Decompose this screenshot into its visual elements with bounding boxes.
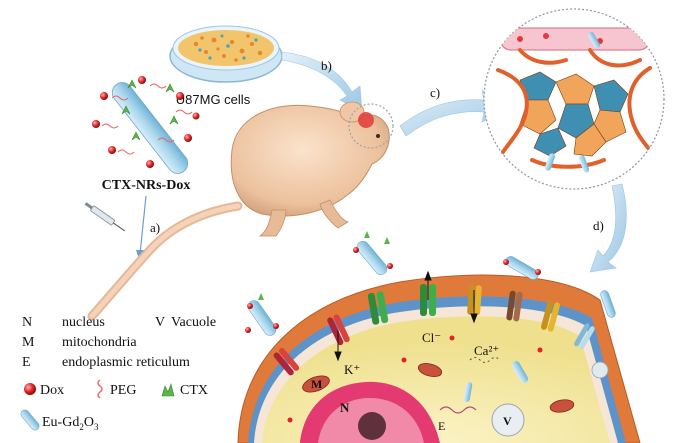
legend-v-text: Vacuole xyxy=(171,315,216,330)
syringe-icon xyxy=(84,202,126,232)
legend-symbols xyxy=(20,379,175,431)
legend-m-key: M xyxy=(22,335,35,350)
legend-eu-gd: Eu-Gd2O3 xyxy=(42,415,99,432)
legend-e-key: E xyxy=(22,355,31,370)
organelle-e: E xyxy=(438,419,445,433)
legend-n-text: nucleus xyxy=(62,315,105,330)
step-a-label: a) xyxy=(150,220,160,235)
organelle-v: V xyxy=(503,414,512,428)
ca-ion-label: Ca²⁺ xyxy=(474,343,499,358)
cell-cross-section: Cl⁻ Ca²⁺ K⁺ N M E V xyxy=(237,270,641,443)
arrow-d xyxy=(589,183,627,273)
legend-dox: Dox xyxy=(40,383,64,398)
legend: N nucleus V Vacuole M mitochondria E end… xyxy=(22,315,216,370)
petri-dish-icon xyxy=(169,25,283,83)
dox-icon xyxy=(24,383,36,395)
legend-v-key: V xyxy=(155,315,165,330)
organelle-n: N xyxy=(340,400,350,415)
legend-n-key: N xyxy=(22,315,32,330)
legend-ctx: CTX xyxy=(180,383,208,398)
legend-m-text: mitochondria xyxy=(62,335,137,350)
nanorod-outside-group xyxy=(245,231,616,336)
step-b-label: b) xyxy=(321,58,332,73)
petri-dish-label: U87MG cells xyxy=(176,92,251,107)
peg-icon xyxy=(97,379,103,399)
nanorod-label: CTX-NRs-Dox xyxy=(102,178,191,193)
legend-e-text: endoplasmic reticulum xyxy=(62,355,190,370)
ion-channel-icon xyxy=(273,284,595,376)
tumor-vessel-icon xyxy=(483,8,665,190)
step-d-label: d) xyxy=(593,218,604,233)
cl-ion-label: Cl⁻ xyxy=(422,330,441,345)
ctx-icon xyxy=(161,382,175,397)
k-ion-label: K⁺ xyxy=(344,362,360,377)
legend-peg: PEG xyxy=(110,383,136,398)
eu-gd-rod-icon xyxy=(20,409,40,431)
organelle-m: M xyxy=(311,377,322,391)
mouse-icon xyxy=(87,101,394,321)
step-c-label: c) xyxy=(430,85,440,100)
nanorod-icon xyxy=(92,76,200,174)
